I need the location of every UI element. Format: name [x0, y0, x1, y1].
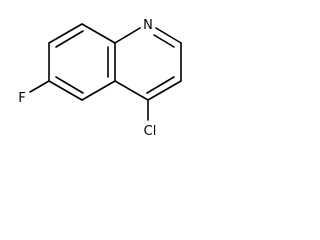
bond-c8-c7	[48, 23, 83, 44]
chlorine-atom-label: Cl	[144, 124, 157, 139]
bond-c3-c4-inner	[146, 76, 175, 94]
molecule-structure-diagram: N F Cl	[18, 18, 182, 139]
bond-c3-c4	[147, 80, 182, 101]
bond-c8-c7-inner	[55, 30, 84, 48]
bond-n1-c2-inner	[153, 34, 175, 48]
bond-c8a-n1	[114, 27, 141, 44]
bond-c6-c5-inner	[55, 76, 84, 94]
nitrogen-atom-label: N	[143, 18, 153, 33]
bond-c6-c5	[48, 80, 83, 101]
atom-labels-group: N F Cl	[18, 18, 156, 139]
bond-c5-c4a	[81, 80, 116, 101]
bond-c8a-c8	[81, 23, 116, 44]
bond-c7-f	[29, 80, 50, 93]
bond-c4-c4a	[114, 80, 149, 101]
fluorine-atom-label: F	[18, 91, 25, 106]
bond-n1-c2	[155, 27, 182, 44]
bonds-group	[29, 23, 182, 121]
